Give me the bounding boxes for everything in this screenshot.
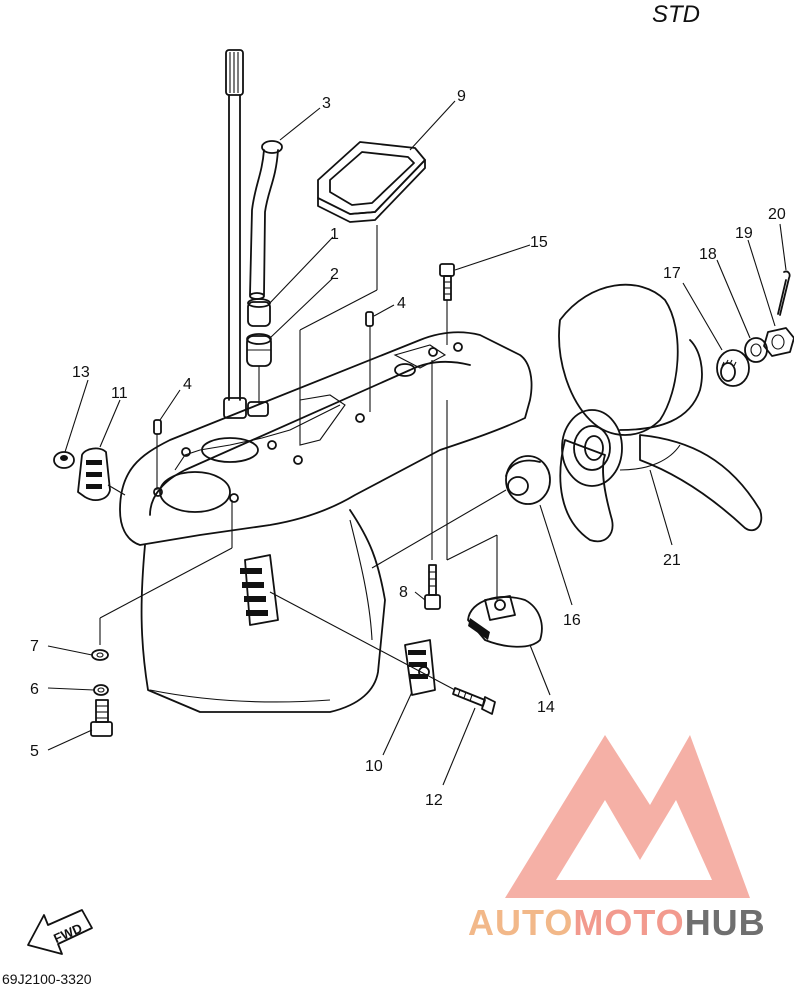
callout-7: 7: [30, 638, 39, 655]
water-tube: [249, 140, 283, 300]
callout-19: 19: [735, 225, 753, 242]
bolt-12: [452, 687, 496, 715]
callout-4-left: 4: [183, 376, 192, 393]
trim-tab: [467, 595, 543, 648]
washer-7: [91, 649, 109, 661]
callout-numbers: 1 2 3 4 4 5 6 7 8 9 10 11 12 13 14 15 16…: [30, 88, 786, 809]
watermark-logo: AUTOMOTOHUB: [468, 735, 766, 943]
callout-3: 3: [322, 95, 331, 112]
bolt-5: [90, 699, 113, 737]
callout-17: 17: [663, 265, 681, 282]
lower-case-housing: [119, 331, 533, 713]
callout-12: 12: [425, 792, 443, 809]
callout-1: 1: [330, 226, 339, 243]
bolt-15: [439, 263, 455, 301]
grommet: [247, 298, 271, 327]
callout-11: 11: [111, 385, 128, 402]
fwd-label: FWD: [51, 920, 84, 946]
anode-11: [77, 447, 111, 501]
callout-2: 2: [330, 266, 339, 283]
callout-5: 5: [30, 743, 39, 760]
svg-text:AUTOMOTOHUB: AUTOMOTOHUB: [468, 902, 766, 943]
callout-13: 13: [72, 364, 90, 381]
forward-arrow-icon: FWD: [27, 909, 93, 955]
nut-13: [53, 451, 75, 469]
callout-20: 20: [768, 206, 786, 223]
callout-21: 21: [663, 552, 681, 569]
grommet-16: [505, 455, 551, 505]
drawing-code: 69J2100-3320: [2, 971, 92, 987]
callout-leaders: [47, 100, 787, 786]
spacer-17: [716, 349, 750, 387]
callout-16: 16: [563, 612, 581, 629]
variant-label: STD: [652, 1, 700, 28]
gasket: [317, 141, 426, 223]
callout-14: 14: [537, 699, 555, 716]
callout-8: 8: [399, 584, 408, 601]
cotter-pin-20: [777, 270, 791, 316]
callout-9: 9: [457, 88, 466, 105]
dowel-pin-right: [365, 311, 374, 327]
logo-text-moto: MOTO: [573, 902, 684, 943]
seal: [246, 333, 272, 367]
logo-text-hub: HUB: [685, 902, 766, 943]
callout-4-right: 4: [397, 295, 406, 312]
logo-triangle: [505, 735, 750, 898]
callout-15: 15: [530, 234, 548, 251]
callout-18: 18: [699, 246, 717, 263]
nut-19: [763, 327, 794, 357]
dowel-pin-left: [153, 419, 162, 435]
bolt-8: [424, 564, 441, 610]
washer-18: [744, 337, 768, 363]
callout-6: 6: [30, 681, 39, 698]
callout-10: 10: [365, 758, 383, 775]
side-anode: [240, 554, 279, 626]
anode-10: [404, 639, 436, 696]
washer-6: [93, 684, 109, 696]
propeller: [558, 283, 763, 543]
drive-shaft: [223, 49, 247, 419]
logo-text-auto: AUTO: [468, 902, 573, 943]
